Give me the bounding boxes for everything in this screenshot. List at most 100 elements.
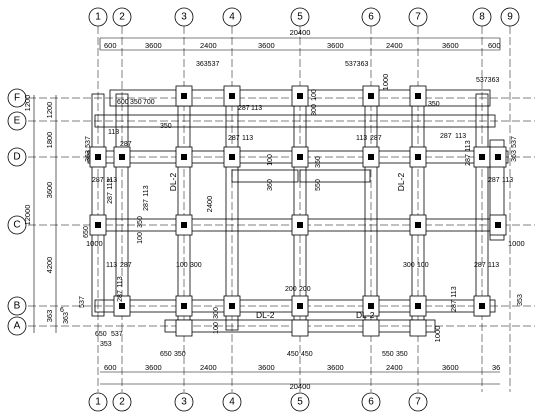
label-low-300: 300 <box>190 262 202 269</box>
dim-bottom-total: 20400 <box>290 382 311 391</box>
axis-left-F: F <box>14 93 20 104</box>
label-bot-450b: 450 <box>301 351 313 358</box>
label-bot-350b: 350 <box>396 351 408 358</box>
dim-top-seg-7: 3600 <box>442 41 459 50</box>
dim-left-total: 12000 <box>23 205 32 226</box>
label-mid-100b: 100 <box>137 232 144 244</box>
label-right-353: 353 <box>517 294 524 306</box>
label-e-113m: 113 <box>251 105 262 112</box>
label-e-287r: 287 <box>440 133 452 140</box>
label-left-363: 363 <box>85 150 92 162</box>
label-low-300c: 300 <box>213 307 220 319</box>
label-low-113r: 113 <box>488 262 499 269</box>
label-mid-113287: 287 <box>228 135 240 142</box>
dim-top-seg-8: 600 <box>488 41 501 50</box>
column-marks <box>95 93 501 309</box>
label-low-100c: 100 <box>213 322 220 334</box>
label-e-700r: 350 <box>428 101 440 108</box>
axis-bubbles-left <box>7 88 27 336</box>
axis-left-D: D <box>13 152 20 163</box>
label-low-100: 100 <box>176 262 188 269</box>
dim-top-seg-3: 2400 <box>200 41 217 50</box>
label-bot-650l: 650 <box>95 331 107 338</box>
label-mid-113l: 287 <box>92 177 104 184</box>
dim-left-1800: 1800 <box>45 132 54 149</box>
label-low-200b: 200 <box>299 286 311 293</box>
axis-bottom-1: 1 <box>95 397 101 408</box>
dim-bottom-seg-1: 600 <box>104 363 117 372</box>
label-top-363537: 363537 <box>196 61 219 68</box>
label-mid-360: 360 <box>267 179 274 191</box>
dim-bottom-seg-2: 3600 <box>145 363 162 372</box>
axis-top-5: 5 <box>297 12 303 23</box>
label-bot-550: 550 <box>382 351 394 358</box>
label-low-287r: 287 <box>474 262 486 269</box>
axis-bottom-7: 7 <box>415 397 421 408</box>
label-low-113: 113 <box>106 262 117 269</box>
label-low-100r: 100 <box>417 262 429 269</box>
label-e-113r: 113 <box>455 133 466 140</box>
axis-top-9: 9 <box>507 12 513 23</box>
label-right-363: 363 <box>511 150 518 162</box>
label-e-113: 113 <box>108 129 119 136</box>
dim-dl-2400: 2400 <box>205 196 214 213</box>
axis-top-2: 2 <box>119 12 125 23</box>
label-mid-550: 550 <box>315 179 322 191</box>
label-bot-537b: 537 <box>79 296 86 308</box>
label-mid-extra-287: 287 <box>451 300 458 312</box>
dim-top-seg-1: 600 <box>104 41 117 50</box>
dim-left-3600: 3600 <box>45 182 54 199</box>
label-e-350: 350 <box>130 99 142 106</box>
dim-bottom-seg-5: 3600 <box>327 363 344 372</box>
beam-label-dl2-bottom-right: DL-2 <box>356 310 375 320</box>
axis-bubbles-top <box>88 7 520 27</box>
label-low-200a: 200 <box>285 286 297 293</box>
label-e-287m: 287 <box>238 105 250 112</box>
axis-top-3: 3 <box>181 12 187 23</box>
axis-bottom-4: 4 <box>229 397 235 408</box>
label-mid-350b: 350 <box>137 216 144 228</box>
dim-side-1000-left: 1000 <box>86 239 103 248</box>
dim-bottom-seg-8: 36 <box>492 363 500 372</box>
label-mid-113287b: 113 <box>242 135 253 142</box>
dim-top-1000: 1000 <box>381 74 390 91</box>
beam-label-dl2-bottom-left: DL-2 <box>256 310 275 320</box>
label-mid-113r: 113 <box>502 177 513 184</box>
label-mid-350: 350 <box>315 156 322 168</box>
dim-left-1200: 1200 <box>45 102 54 119</box>
label-side-113b: 113 <box>117 276 124 287</box>
label-mid-extra-287b: 287 <box>465 154 472 166</box>
axis-top-7: 7 <box>415 12 421 23</box>
beam-label-dl2-right: DL-2 <box>396 173 406 192</box>
label-mid-extra-113b: 113 <box>465 140 472 151</box>
label-top-537363-a: 537363 <box>345 61 368 68</box>
label-bot-537l: 537 <box>111 331 123 338</box>
label-low-287: 287 <box>120 262 132 269</box>
dim-bottom-seg-4: 3600 <box>258 363 275 372</box>
dim-left-363: 363 <box>45 310 54 323</box>
dim-top-seg-6: 2400 <box>386 41 403 50</box>
axis-bottom-6: 6 <box>368 397 374 408</box>
dim-top-seg-4: 3600 <box>258 41 275 50</box>
axis-left-A: A <box>14 321 21 332</box>
label-e-700: 700 <box>143 99 155 106</box>
axis-top-4: 4 <box>229 12 235 23</box>
label-left-537: 537 <box>85 136 92 148</box>
dim-top-seg-5: 3600 <box>327 41 344 50</box>
label-e-600: 600 <box>117 99 129 106</box>
dim-bottom-seg-6: 2400 <box>386 363 403 372</box>
axis-bottom-5: 5 <box>297 397 303 408</box>
label-side-287: 287 <box>107 192 114 204</box>
axis-bottom-3: 3 <box>181 397 187 408</box>
label-right-537: 537 <box>511 136 518 148</box>
label-mid-287l: 113 <box>106 177 117 184</box>
dim-side-1000-right: 1000 <box>508 239 525 248</box>
label-e-350b: 350 <box>160 123 172 130</box>
label-top-537363-b: 537363 <box>476 77 499 84</box>
dim-left-extra: 1200 <box>23 95 32 112</box>
label-mid-100: 100 <box>267 154 274 166</box>
label-mid-113: 287 <box>370 135 382 142</box>
axis-left-B: B <box>14 301 21 312</box>
axis-left-E: E <box>14 116 21 127</box>
